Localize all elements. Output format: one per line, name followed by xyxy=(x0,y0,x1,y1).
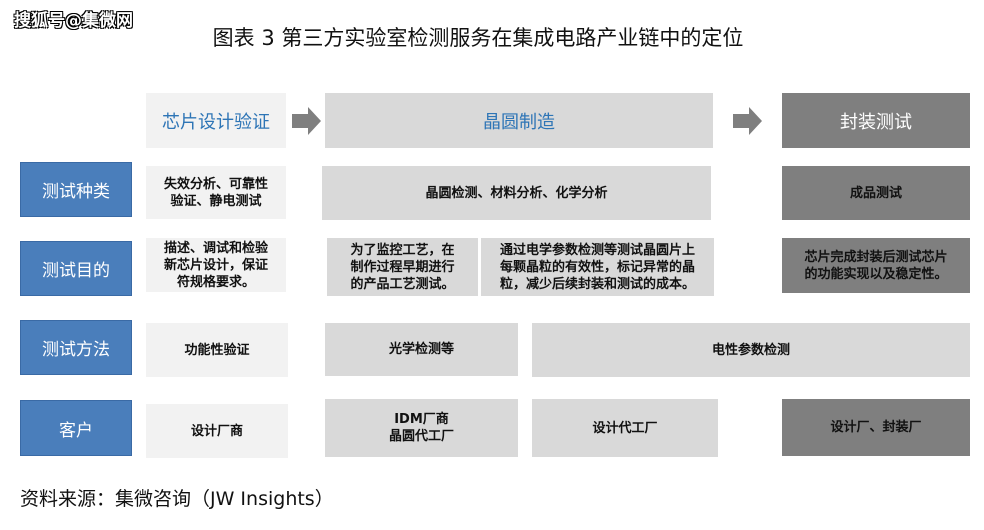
cell-purpose-design: 描述、调试和检验 新芯片设计，保证 符规格要求。 xyxy=(146,238,286,292)
cell-method-design: 功能性验证 xyxy=(146,323,288,377)
watermark: 搜狐号@集微网 xyxy=(14,11,133,31)
cell-customer-design: 设计厂商 xyxy=(146,404,288,458)
cell-purpose-packaging: 芯片完成封装后测试芯片 的功能实现以及稳定性。 xyxy=(782,238,970,293)
row-label-test-type: 测试种类 xyxy=(20,162,132,217)
cell-customer-idm: IDM厂商 晶圆代工厂 xyxy=(325,399,518,457)
cell-purpose-fab-wafer: 通过电学参数检测等测试晶圆片上 每颗晶粒的有效性，标记异常的晶 粒，减少后续封装… xyxy=(481,238,714,296)
row-label-test-method: 测试方法 xyxy=(20,320,132,375)
cell-type-design: 失效分析、可靠性 验证、静电测试 xyxy=(146,166,286,219)
row-label-customer: 客户 xyxy=(20,400,132,456)
arrow-right-icon xyxy=(292,107,321,135)
stage-wafer-fab: 晶圆制造 xyxy=(325,93,713,148)
stage-packaging-test: 封装测试 xyxy=(782,93,970,148)
stage-chip-design: 芯片设计验证 xyxy=(146,93,286,148)
cell-method-optical: 光学检测等 xyxy=(325,323,518,376)
cell-method-electrical: 电性参数检测 xyxy=(532,323,970,377)
cell-purpose-fab-process: 为了监控工艺，在 制作过程早期进行 的产品工艺测试。 xyxy=(327,238,478,296)
cell-customer-foundry: 设计代工厂 xyxy=(532,399,718,457)
cell-type-packaging: 成品测试 xyxy=(782,166,970,220)
source-note: 资料来源：集微咨询（JW Insights） xyxy=(20,488,334,510)
cell-customer-packaging: 设计厂、封装厂 xyxy=(782,399,970,456)
figure-title: 图表 3 第三方实验室检测服务在集成电路产业链中的定位 xyxy=(212,26,744,50)
row-label-test-purpose: 测试目的 xyxy=(20,241,132,296)
cell-type-fab: 晶圆检测、材料分析、化学分析 xyxy=(322,166,711,220)
arrow-right-icon xyxy=(733,107,762,135)
